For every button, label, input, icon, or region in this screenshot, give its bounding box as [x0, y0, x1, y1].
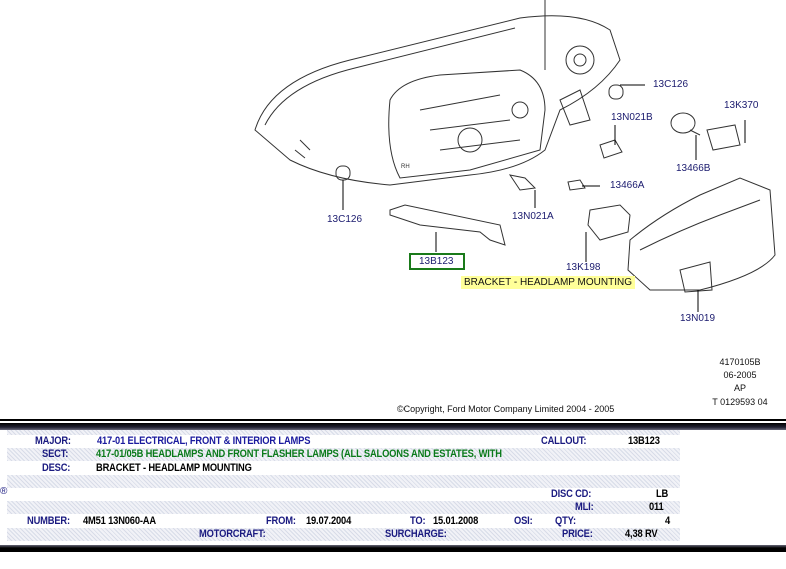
stripe	[7, 430, 680, 435]
callout-13N019[interactable]: 13N019	[680, 313, 716, 324]
ref-code: AP	[733, 383, 746, 393]
callout-13466B[interactable]: 13466B	[676, 163, 711, 174]
motorcraft-label: MOTORCRAFT:	[199, 528, 266, 540]
rh-mark: RH	[401, 164, 410, 170]
callout-13466A[interactable]: 13466A	[610, 180, 645, 191]
disc-value: LB	[656, 488, 669, 500]
number-value: 4M51 13N060-AA	[83, 515, 156, 527]
mli-value: 011	[649, 501, 664, 513]
parts-drawings	[335, 84, 776, 293]
mli-label: MLI:	[575, 501, 594, 513]
price-value: 4,38 RV	[625, 528, 658, 540]
copyright: ©Copyright, Ford Motor Company Limited 2…	[397, 404, 615, 414]
callout-13C126-top[interactable]: 13C126	[653, 79, 689, 90]
callout-label: CALLOUT:	[541, 435, 587, 447]
row-price: MOTORCRAFT: SURCHARGE: PRICE: 4,38 RV	[7, 528, 680, 541]
callout-13K198[interactable]: 13K198	[566, 262, 601, 273]
qty-label: QTY:	[555, 515, 576, 527]
headlamp-housing-drawing	[254, 0, 621, 186]
leader-lines	[342, 84, 746, 312]
price-label: PRICE:	[562, 528, 593, 540]
disc-label: DISC CD:	[551, 488, 592, 500]
row-disc: DISC CD: LB	[7, 488, 680, 501]
surcharge-label: SURCHARGE:	[385, 528, 447, 540]
callout-13B123-selected[interactable]: 13B123	[409, 253, 466, 270]
to-label: TO:	[410, 515, 426, 527]
sect-label: SECT:	[42, 448, 69, 460]
callout-13N021B[interactable]: 13N021B	[611, 112, 653, 123]
number-label: NUMBER:	[27, 515, 70, 527]
part-tooltip: BRACKET - HEADLAMP MOUNTING	[461, 276, 635, 289]
desc-label: DESC:	[42, 462, 71, 474]
divider	[0, 419, 786, 421]
row-mli: MLI: 011	[7, 501, 680, 514]
row-sect: SECT: 417-01/05B HEADLAMPS AND FRONT FLA…	[7, 448, 680, 461]
ref-date: 06-2005	[723, 370, 757, 380]
registered-mark: ®	[0, 486, 8, 497]
row-blank	[7, 475, 680, 488]
to-value: 15.01.2008	[433, 515, 479, 527]
row-major: MAJOR: 417-01 ELECTRICAL, FRONT & INTERI…	[7, 435, 680, 448]
sect-value: 417-01/05B HEADLAMPS AND FRONT FLASHER L…	[96, 448, 502, 460]
qty-value: 4	[665, 515, 671, 527]
divider	[0, 423, 786, 430]
divider	[0, 545, 786, 548]
divider	[0, 548, 786, 552]
major-value: 417-01 ELECTRICAL, FRONT & INTERIOR LAMP…	[97, 435, 311, 447]
from-value: 19.07.2004	[306, 515, 352, 527]
callout-13K370[interactable]: 13K370	[724, 100, 759, 111]
row-number: NUMBER: 4M51 13N060-AA FROM: 19.07.2004 …	[7, 515, 680, 528]
exploded-diagram: RH	[254, 0, 776, 312]
callout-value: 13B123	[628, 435, 660, 447]
callout-13N021A[interactable]: 13N021A	[512, 211, 554, 222]
osi-label: OSI:	[514, 515, 533, 527]
ref-drawing: T 0129593 04	[712, 397, 768, 407]
desc-value: BRACKET - HEADLAMP MOUNTING	[96, 462, 252, 474]
major-label: MAJOR:	[35, 435, 71, 447]
callout-13C126-left[interactable]: 13C126	[327, 214, 363, 225]
row-desc: DESC: BRACKET - HEADLAMP MOUNTING	[7, 462, 680, 475]
from-label: FROM:	[266, 515, 296, 527]
ref-number: 4170105B	[719, 357, 761, 367]
